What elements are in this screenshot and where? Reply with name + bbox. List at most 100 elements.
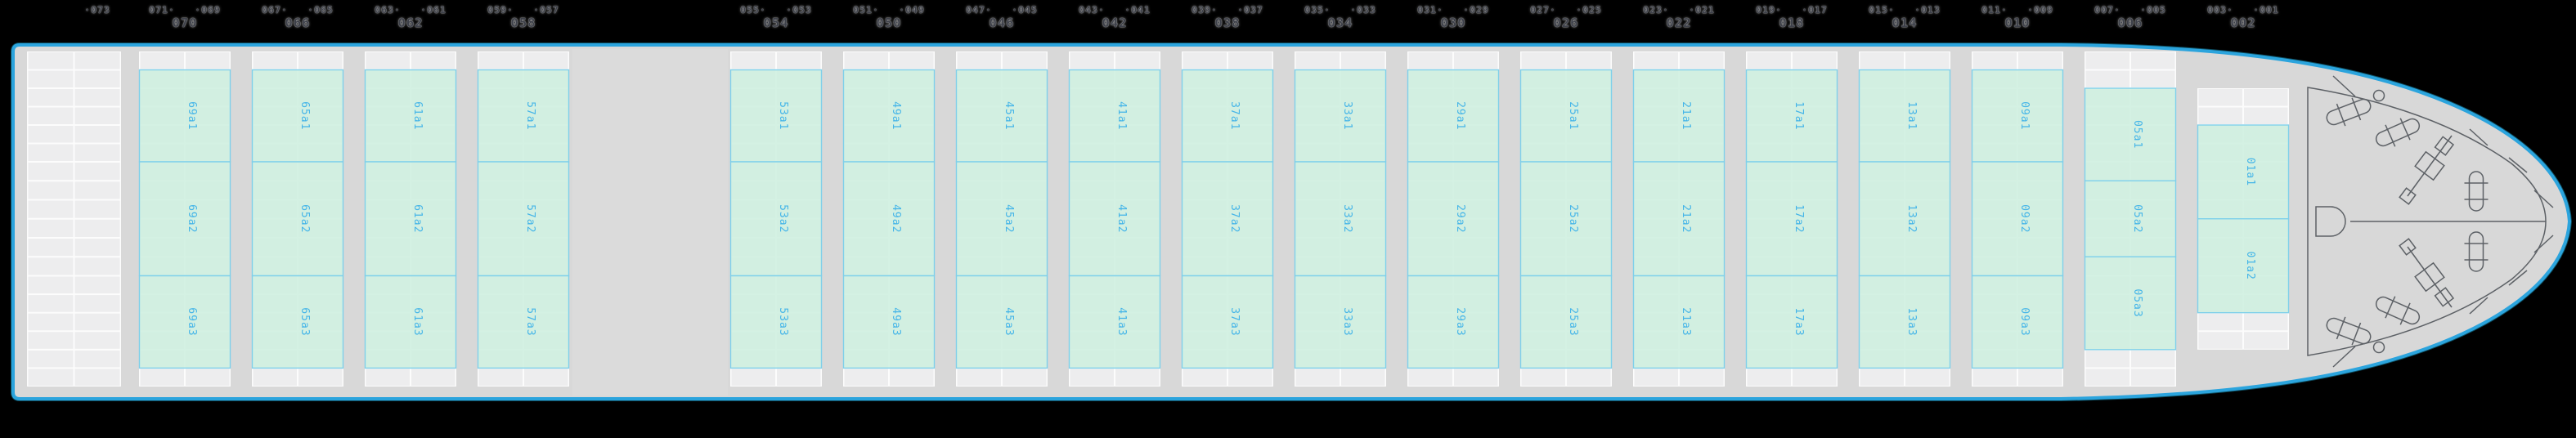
stow-block-25a2[interactable]: 25a2 (1519, 161, 1613, 277)
stow-block-21a1[interactable]: 21a1 (1632, 69, 1726, 163)
bulwark-tick (2469, 128, 2488, 146)
stow-block-05a2[interactable]: 05a2 (2084, 180, 2177, 257)
stow-block-61a1[interactable]: 61a1 (364, 69, 457, 163)
stow-block-41a3[interactable]: 41a3 (1068, 275, 1161, 369)
stow-block-label: 41a1 (1115, 101, 1128, 130)
bay-odd-label-right-054: ·053 (786, 4, 812, 16)
stow-block-17a1[interactable]: 17a1 (1745, 69, 1838, 163)
stow-block-label: 37a1 (1228, 101, 1241, 130)
stow-block-13a3[interactable]: 13a3 (1858, 275, 1951, 369)
stow-block-29a1[interactable]: 29a1 (1407, 69, 1500, 163)
stow-block-45a1[interactable]: 45a1 (955, 69, 1048, 163)
stow-block-17a3[interactable]: 17a3 (1745, 275, 1838, 369)
stow-block-25a1[interactable]: 25a1 (1519, 69, 1613, 163)
bay-odd-label-left-054: 055· (740, 4, 766, 16)
bay-column-046: 45a1 45a2 45a3 (955, 51, 1048, 387)
stow-block-label: 01a2 (2244, 252, 2256, 280)
stow-block-37a2[interactable]: 37a2 (1181, 161, 1274, 277)
stow-block-29a3[interactable]: 29a3 (1407, 275, 1500, 369)
bay-odd-label-left-046: 047· (966, 4, 992, 16)
stow-block-label: 29a1 (1454, 101, 1466, 130)
stow-block-17a2[interactable]: 17a2 (1745, 161, 1838, 277)
stow-block-61a2[interactable]: 61a2 (364, 161, 457, 277)
bay-odd-label-right-066: ·065 (307, 4, 334, 16)
stow-block-49a1[interactable]: 49a1 (842, 69, 936, 163)
stow-block-45a3[interactable]: 45a3 (955, 275, 1048, 369)
bay-odd-label-right-010: ·009 (2027, 4, 2053, 16)
bow-mast-icon (2315, 206, 2346, 237)
stow-block-53a2[interactable]: 53a2 (729, 161, 823, 277)
stow-block-09a1[interactable]: 09a1 (1971, 69, 2064, 163)
bay-odd-label-left-018: 019· (1756, 4, 1782, 16)
bay-even-label-038: 038 (1214, 16, 1241, 30)
bay-even-label-018: 018 (1779, 16, 1805, 30)
stow-block-label: 65a1 (298, 101, 311, 130)
stow-block-65a2[interactable]: 65a2 (251, 161, 344, 277)
stow-block-09a3[interactable]: 09a3 (1971, 275, 2064, 369)
stow-block-33a3[interactable]: 33a3 (1294, 275, 1387, 369)
stow-block-37a1[interactable]: 37a1 (1181, 69, 1274, 163)
stow-block-label: 57a3 (524, 307, 536, 336)
bulwark-tick (2508, 270, 2528, 286)
stow-block-53a1[interactable]: 53a1 (729, 69, 823, 163)
stow-block-label: 45a2 (1003, 204, 1015, 233)
capstan-icon (2464, 231, 2488, 272)
stow-block-25a3[interactable]: 25a3 (1519, 275, 1613, 369)
stow-block-label: 69a2 (186, 204, 198, 233)
stow-block-label: 53a2 (777, 204, 789, 233)
stow-block-05a1[interactable]: 05a1 (2084, 87, 2177, 181)
stow-block-69a1[interactable]: 69a1 (138, 69, 231, 163)
bay-odd-label-left-038: 039· (1192, 4, 1218, 16)
stow-block-65a1[interactable]: 65a1 (251, 69, 344, 163)
bay-even-label-006: 006 (2117, 16, 2143, 30)
stow-block-21a2[interactable]: 21a2 (1632, 161, 1726, 277)
stow-block-05a3[interactable]: 05a3 (2084, 256, 2177, 351)
stow-block-01a2[interactable]: 01a2 (2197, 218, 2290, 314)
stow-block-41a2[interactable]: 41a2 (1068, 161, 1161, 277)
stow-block-49a2[interactable]: 49a2 (842, 161, 936, 277)
bollard-icon (2375, 296, 2421, 325)
bollard-icon (2326, 97, 2372, 127)
stow-block-label: 33a3 (1341, 307, 1353, 336)
stow-block-33a1[interactable]: 33a1 (1294, 69, 1387, 163)
stow-block-13a1[interactable]: 13a1 (1858, 69, 1951, 163)
bay-odd-label-right-042: ·041 (1124, 4, 1151, 16)
stow-block-33a2[interactable]: 33a2 (1294, 161, 1387, 277)
stow-block-61a3[interactable]: 61a3 (364, 275, 457, 369)
stow-block-09a2[interactable]: 09a2 (1971, 161, 2064, 277)
stow-block-45a2[interactable]: 45a2 (955, 161, 1048, 277)
stow-block-label: 25a3 (1567, 307, 1579, 336)
bay-odd-label-left-066: 067· (262, 4, 288, 16)
stow-block-49a3[interactable]: 49a3 (842, 275, 936, 369)
stow-block-label: 49a1 (890, 101, 902, 130)
stow-block-53a3[interactable]: 53a3 (729, 275, 823, 369)
stow-block-65a3[interactable]: 65a3 (251, 275, 344, 369)
stow-block-29a2[interactable]: 29a2 (1407, 161, 1500, 277)
stow-block-41a1[interactable]: 41a1 (1068, 69, 1161, 163)
stow-block-57a3[interactable]: 57a3 (477, 275, 570, 369)
stow-block-69a2[interactable]: 69a2 (138, 161, 231, 277)
bollard-icon (2326, 316, 2372, 346)
stow-block-21a3[interactable]: 21a3 (1632, 275, 1726, 369)
bay-odd-label-left-022: 023· (1643, 4, 1669, 16)
bay-odd-label-left-062: 063· (375, 4, 401, 16)
superstructure-band (572, 49, 728, 396)
bay-odd-label-right-022: ·021 (1689, 4, 1715, 16)
stow-block-label: 29a2 (1454, 204, 1466, 233)
bay-odd-label-left-030: 031· (1417, 4, 1443, 16)
stow-block-01a1[interactable]: 01a1 (2197, 124, 2290, 220)
bay-even-label-002: 002 (2230, 16, 2256, 30)
stow-block-label: 37a2 (1228, 204, 1241, 233)
stow-block-label: 33a2 (1341, 204, 1353, 233)
stow-block-69a3[interactable]: 69a3 (138, 275, 231, 369)
stow-block-13a2[interactable]: 13a2 (1858, 161, 1951, 277)
bay-odd-label-right-038: ·037 (1237, 4, 1263, 16)
stow-block-57a1[interactable]: 57a1 (477, 69, 570, 163)
stow-block-57a2[interactable]: 57a2 (477, 161, 570, 277)
stow-block-label: 61a3 (411, 307, 424, 336)
stow-block-37a3[interactable]: 37a3 (1181, 275, 1274, 369)
